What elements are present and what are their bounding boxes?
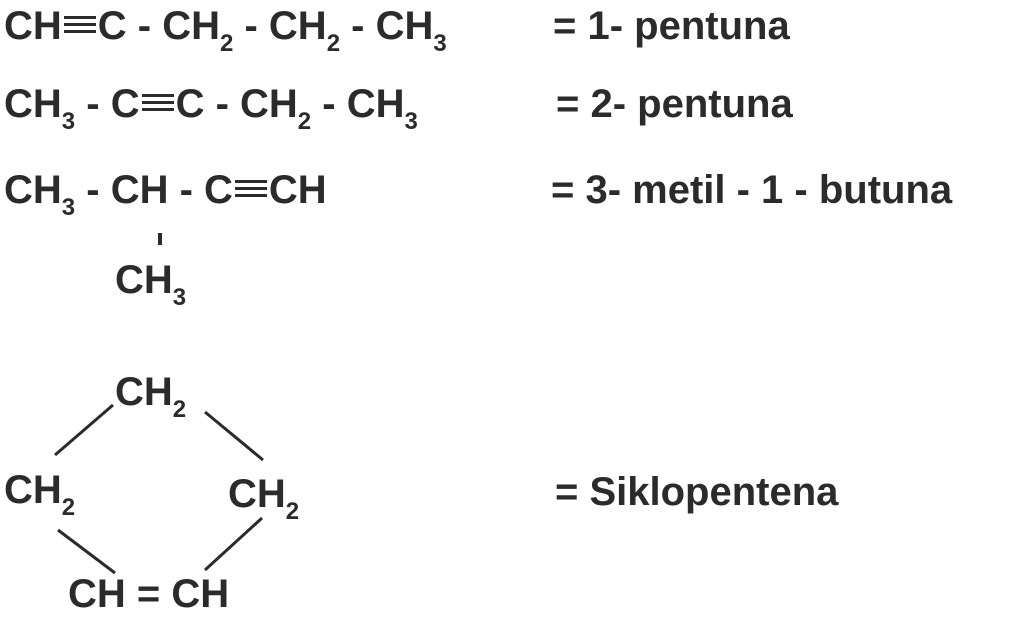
subscript: 3	[61, 108, 76, 135]
triple-bond	[234, 178, 267, 198]
branch-bond-line	[158, 233, 162, 245]
formula-text: CH	[4, 4, 62, 48]
formula-text: CH	[4, 168, 62, 212]
name-1-pentuna: = 1- pentuna	[553, 4, 790, 48]
formula-text: CH	[268, 168, 327, 212]
formula-text: - CH - C	[75, 168, 233, 212]
triple-bond	[63, 14, 96, 34]
ring-left-sub: 2	[61, 494, 76, 521]
ring-top-sub: 2	[172, 396, 187, 423]
branch-methyl-sub: 3	[172, 284, 187, 311]
name-2-pentuna: = 2- pentuna	[556, 82, 793, 126]
formula-text: - C	[75, 82, 140, 126]
ring-bond-right-bottom	[203, 516, 264, 572]
ring-bottom-ch-ch: CH = CH	[68, 572, 230, 616]
branch-methyl-main: CH	[115, 258, 173, 302]
subscript: 2	[297, 108, 312, 135]
ring-right-main: CH	[228, 472, 286, 516]
ring-top-ch2: CH2	[115, 368, 187, 423]
formula-text: C - CH	[175, 82, 298, 126]
ring-bond-left-bottom	[57, 528, 116, 575]
formula-text: C - CH	[97, 4, 220, 48]
triple-bond	[141, 92, 174, 112]
name-siklopentena: = Siklopentena	[555, 470, 839, 514]
subscript: 2	[220, 30, 234, 57]
branch-methyl: CH3	[115, 256, 187, 311]
subscript: 3	[61, 194, 76, 221]
ring-bond-top-left	[54, 403, 114, 457]
subscript: 2	[326, 30, 341, 57]
subscript: 3	[433, 30, 447, 57]
formula-text: - CH	[340, 4, 434, 48]
name-3-metil-1-butuna: = 3- metil - 1 - butuna	[551, 168, 953, 212]
subscript: 3	[404, 108, 418, 135]
ring-right-sub: 2	[285, 498, 300, 525]
formula-text: - CH	[233, 4, 327, 48]
formula-text: CH	[4, 82, 62, 126]
ring-bond-top-right	[204, 410, 264, 462]
ring-right-ch2: CH2	[228, 470, 300, 525]
ring-top-main: CH	[115, 370, 173, 414]
ring-left-ch2: CH2	[4, 466, 76, 521]
formula-text: - CH	[311, 82, 405, 126]
ring-left-main: CH	[4, 468, 62, 512]
